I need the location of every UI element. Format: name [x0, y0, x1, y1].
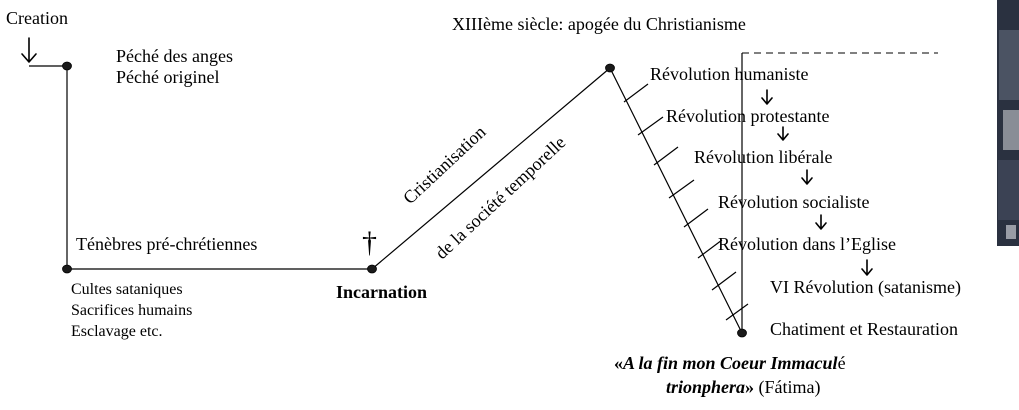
quote-text-1: A la fin mon Coeur Immacul	[622, 353, 838, 373]
label-liberal-revolution: Révolution libérale	[694, 147, 832, 167]
tick-mark	[697, 239, 723, 259]
down-arrow-icon	[777, 126, 789, 141]
down-arrow-icon	[861, 259, 873, 276]
down-arrow-icon	[801, 169, 813, 185]
fatima-quote-line-1: «A la fin mon Coeur Immaculé	[614, 353, 846, 373]
label-protestant-revolution: Révolution protestante	[666, 106, 829, 126]
label-sin-angels: Péché des anges	[116, 46, 233, 66]
node-incarnation	[367, 264, 377, 274]
tick-mark	[683, 208, 709, 228]
quote-text-2: trionphera	[666, 377, 745, 397]
label-darkness: Ténèbres pré-chrétiennes	[76, 234, 257, 254]
label-slavery: Esclavage etc.	[71, 323, 163, 340]
label-creation: Creation	[6, 8, 68, 28]
timeline-path	[29, 65, 743, 334]
label-human-sacrifices: Sacrifices humains	[71, 302, 192, 319]
label-original-sin: Péché originel	[116, 67, 219, 87]
tick-mark	[637, 116, 664, 136]
node-apogee	[605, 63, 615, 73]
quote-tail-1: é	[838, 353, 846, 373]
cross-icon: †	[362, 226, 377, 259]
node-chastisement	[737, 328, 747, 338]
fatima-quote-line-2: trionphera» (Fátima)	[666, 377, 821, 398]
tick-mark	[725, 303, 749, 321]
node-creation	[62, 61, 72, 71]
timeline-nodes	[62, 61, 747, 338]
tick-mark	[653, 146, 679, 166]
node-darkness	[62, 264, 72, 274]
label-incarnation: Incarnation	[336, 282, 427, 302]
label-church-revolution: Révolution dans l’Eglise	[718, 234, 896, 254]
label-socialist-revolution: Révolution socialiste	[718, 192, 869, 212]
quote-close: »	[745, 377, 754, 397]
label-sixth-revolution: VI Révolution (satanisme)	[770, 277, 961, 298]
down-arrow-icon	[815, 214, 827, 230]
tick-mark	[623, 83, 649, 103]
label-humanist-revolution: Révolution humaniste	[650, 64, 808, 84]
revolution-ticks	[623, 83, 749, 321]
label-christianisation: Cristianisation	[399, 122, 489, 208]
tick-mark	[711, 271, 737, 291]
tick-mark	[668, 179, 695, 199]
quote-source: (Fátima)	[754, 377, 820, 398]
down-arrow-icon	[21, 37, 37, 63]
label-thirteenth-century: XIIIème siècle: apogée du Christianisme	[452, 14, 746, 34]
down-arrow-icon	[761, 89, 773, 105]
label-satanic-cults: Cultes sataniques	[71, 281, 183, 298]
label-chastisement: Chatiment et Restauration	[770, 319, 958, 339]
photo-thumbnail	[997, 0, 1019, 246]
quote-open: «	[614, 353, 623, 373]
